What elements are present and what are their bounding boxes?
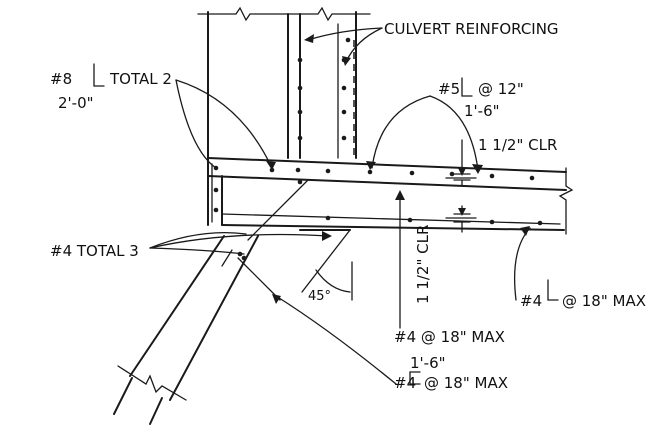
label-bar4-total-3: #4 TOTAL 3 <box>50 242 139 260</box>
label-bar4-center: #4 @ 18" MAX <box>394 328 505 346</box>
label-bar4-hook-spacing: @ 18" MAX <box>424 374 508 392</box>
label-bar5-spacing: @ 12" <box>478 80 524 98</box>
arrowheads <box>266 34 530 304</box>
culvert-wall-bar-dots <box>297 37 351 141</box>
inclined-wall <box>113 179 353 425</box>
bar-shape-glyphs <box>93 63 559 385</box>
slab <box>207 157 574 235</box>
inclined-wall-bar-dots <box>237 179 303 261</box>
clearance-dimensions <box>445 139 477 233</box>
label-bar8-total: TOTAL 2 <box>109 70 172 88</box>
label-culvert-reinforcing: CULVERT REINFORCING <box>384 20 559 38</box>
label-bar8-length: 2'-0" <box>58 94 94 112</box>
slab-bar-dots <box>213 165 543 226</box>
label-angle-45: 45° <box>308 289 331 304</box>
label-bar4-bottom-right: #4 <box>520 292 542 310</box>
leader-lines <box>149 27 531 385</box>
label-bar5-length: 1'-6" <box>464 102 500 120</box>
label-clr-vertical: 1 1/2" CLR <box>414 225 432 304</box>
label-bar4-bottom-right-spacing: @ 18" MAX <box>562 292 646 310</box>
label-bar8-mark: #8 <box>50 70 72 88</box>
label-clr-top: 1 1/2" CLR <box>478 136 557 154</box>
label-bar4-hook-length: 1'-6" <box>410 354 446 372</box>
label-bar4-hook-mark: #4 <box>394 374 416 392</box>
label-bar5-mark: #5 <box>438 80 460 98</box>
culvert-wall <box>197 6 371 159</box>
